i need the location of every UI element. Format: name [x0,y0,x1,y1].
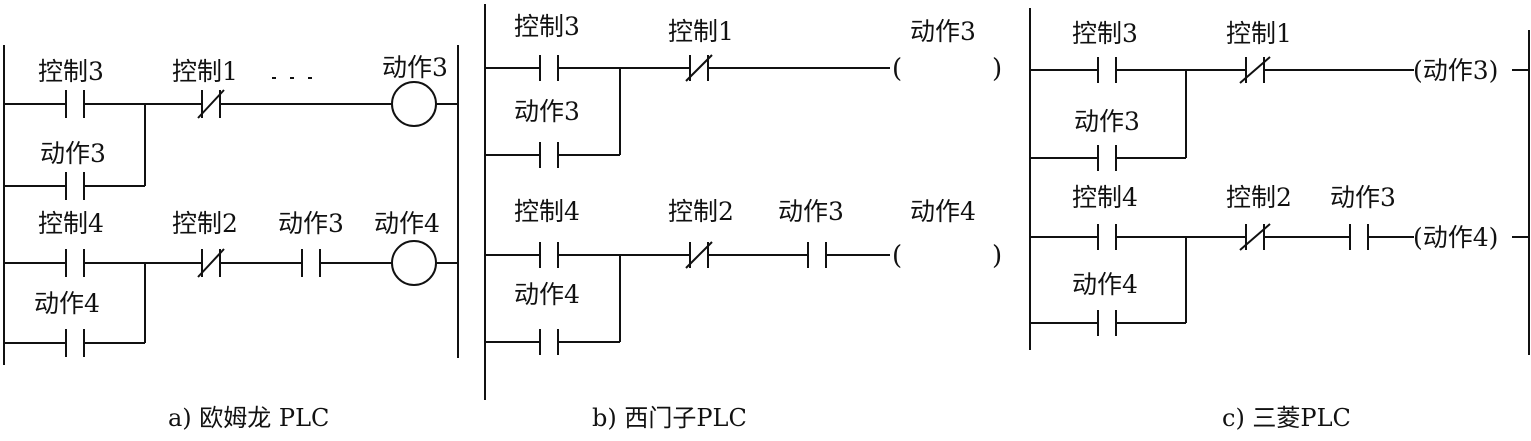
panel-b-r1-coil-close: ) [992,54,1002,84]
panel-b-caption: b) 西门子PLC [592,404,747,432]
panel-c-r2-contact-main-label: 控制4 [1072,183,1138,212]
panel-a-r2-coil-label: 动作4 [374,209,440,238]
panel-b-rung-1: ( ) 控制3 动作3 控制1 动作3 [485,12,1002,168]
panel-a-r2-contact-main-label: 控制4 [38,209,104,238]
panel-b-r1-contact-nc-label: 控制1 [668,17,734,46]
panel-c-rung-1: (动作3) 控制3 动作3 控制1 [1030,19,1529,171]
panel-b-r2-coil-label: 动作4 [910,197,976,226]
panel-b-r1-contact-main-label: 控制3 [514,12,580,41]
panel-a-r1-coil-label: 动作3 [382,53,448,82]
panel-c-r2-contact-parallel-label: 动作4 [1072,270,1138,299]
panel-omron: 控制3 动作3 控制1 动作3 控制4 动作4 [3,45,459,432]
panel-a-coil-1 [391,81,437,127]
panel-a-r2-contact-nc-label: 控制2 [172,209,238,238]
panel-a-rung-1: 控制3 动作3 控制1 动作3 [4,53,458,200]
panel-b-r2-coil-open: ( [892,241,902,271]
panel-a-r2-contact-no-label: 动作3 [278,209,344,238]
panel-c-r1-contact-main-label: 控制3 [1072,19,1138,48]
panel-siemens: ( ) 控制3 动作3 控制1 动作3 ( ) [484,4,1002,432]
panel-mitsubishi: (动作3) 控制3 动作3 控制1 (动作4) 控制4 动 [1029,8,1530,432]
panel-c-r1-contact-parallel-label: 动作3 [1074,107,1140,136]
panel-b-r2-contact-no-label: 动作3 [778,197,844,226]
panel-b-rung-2: ( ) 控制4 动作4 控制2 动作3 动作4 [485,197,1002,355]
panel-a-rung-2: 控制4 动作4 控制2 动作3 动作4 [4,209,458,357]
panel-a-r1-contact-main-label: 控制3 [38,57,104,86]
panel-b-r1-coil-open: ( [892,54,902,84]
panel-b-r1-contact-parallel-label: 动作3 [514,97,580,126]
panel-c-r2-contact-no-label: 动作3 [1330,183,1396,212]
panel-b-r2-contact-main-label: 控制4 [514,197,580,226]
panel-a-coil-2 [391,240,437,286]
panel-a-caption: a) 欧姆龙 PLC [168,404,329,432]
panel-c-r2-coil: (动作4) [1413,223,1498,252]
panel-c-rung-2: (动作4) 控制4 动作4 控制2 动作3 [1030,183,1529,336]
panel-b-r2-contact-nc-label: 控制2 [668,197,734,226]
panel-a-r1-contact-parallel-label: 动作3 [40,139,106,168]
panel-a-r1-contact-nc-label: 控制1 [172,57,238,86]
panel-c-r1-coil: (动作3) [1413,56,1498,85]
panel-b-r2-contact-parallel-label: 动作4 [514,280,580,309]
panel-b-r2-coil-close: ) [992,241,1002,271]
panel-c-r1-contact-nc-label: 控制1 [1226,19,1292,48]
panel-c-caption: c) 三菱PLC [1222,404,1351,432]
panel-b-r1-coil-label: 动作3 [910,17,976,46]
panel-c-r2-contact-nc-label: 控制2 [1226,183,1292,212]
panel-a-r2-contact-parallel-label: 动作4 [34,289,100,318]
